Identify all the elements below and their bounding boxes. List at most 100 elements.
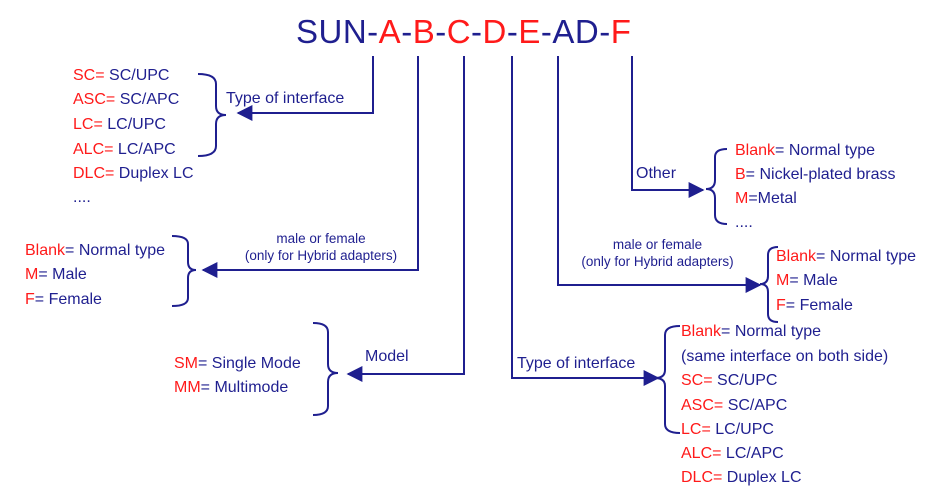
group-a-option: SC= SC/UPC	[73, 66, 169, 86]
option-code: F	[776, 297, 786, 314]
part-number-title: SUN-A-B-C-D-E-AD-F	[296, 12, 631, 52]
option-code: SC=	[73, 67, 105, 84]
option-code: DLC=	[73, 165, 115, 182]
group-a-option: ....	[73, 188, 91, 208]
option-code: SC=	[681, 372, 713, 389]
group-d-option: SC= SC/UPC	[681, 371, 777, 391]
group-a-option: ALC= LC/APC	[73, 140, 176, 160]
option-code: B	[735, 166, 746, 183]
option-code: M	[25, 266, 39, 283]
option-desc: LC/APC	[721, 445, 784, 462]
option-code: SM	[174, 355, 198, 372]
group-f-option: ....	[735, 213, 753, 233]
option-code: M	[776, 272, 790, 289]
option-desc: SC/UPC	[104, 67, 170, 84]
option-desc: LC/UPC	[102, 116, 166, 133]
group-f-option: Blank= Normal type	[735, 141, 875, 161]
title-part-b: B	[412, 13, 436, 50]
group-e-label: male or female (only for Hybrid adapters…	[560, 236, 755, 270]
connector-b	[201, 56, 419, 278]
option-code: ASC=	[73, 91, 116, 108]
option-desc: =Metal	[748, 190, 797, 207]
option-code: LC=	[73, 116, 103, 133]
brace-a	[197, 73, 227, 157]
connector-e	[557, 56, 762, 293]
group-e-label-line2: (only for Hybrid adapters)	[581, 254, 734, 269]
group-e-option: F= Female	[776, 296, 853, 316]
option-code: Blank	[681, 323, 722, 340]
brace-f	[705, 148, 728, 225]
option-code: Blank	[25, 242, 66, 259]
option-code: DLC=	[681, 469, 723, 486]
option-desc: = Female	[34, 291, 102, 308]
option-code: F	[25, 291, 35, 308]
title-part: -	[401, 13, 413, 50]
group-d-option: DLC= Duplex LC	[681, 468, 802, 488]
group-a-option: DLC= Duplex LC	[73, 164, 194, 184]
connector-c	[346, 56, 465, 382]
group-b-option: M= Male	[25, 265, 87, 285]
option-desc: = Male	[38, 266, 87, 283]
group-e-option: Blank= Normal type	[776, 247, 916, 267]
option-desc: = Male	[789, 272, 838, 289]
option-code: LC=	[681, 421, 711, 438]
option-desc: = Multimode	[200, 379, 289, 396]
option-desc: = Normal type	[65, 242, 166, 259]
group-b-label-line2: (only for Hybrid adapters)	[244, 248, 398, 263]
group-f-option: M=Metal	[735, 189, 797, 209]
brace-e	[759, 246, 779, 323]
title-part-e: E	[518, 13, 541, 50]
title-part-f: F	[610, 13, 632, 50]
connector-d	[511, 56, 660, 386]
brace-d	[654, 325, 681, 434]
option-code: ALC=	[681, 445, 722, 462]
option-desc: ....	[735, 214, 753, 231]
group-d-option: (same interface on both side)	[681, 347, 888, 367]
group-e-option: M= Male	[776, 271, 838, 291]
group-d-option: ASC= SC/APC	[681, 396, 787, 416]
title-part: -	[506, 13, 519, 50]
group-d-option: Blank= Normal type	[681, 322, 821, 342]
option-desc: = Single Mode	[198, 355, 301, 372]
option-desc: (same interface on both side)	[681, 348, 889, 365]
option-desc: SC/APC	[723, 397, 788, 414]
option-desc: Duplex LC	[722, 469, 802, 486]
title-part-d: D	[482, 13, 507, 50]
group-d-option: LC= LC/UPC	[681, 420, 774, 440]
option-code: MM	[174, 379, 201, 396]
connector-f	[631, 56, 705, 198]
title-part: SUN-	[296, 13, 379, 50]
title-part: -	[471, 13, 483, 50]
group-b-option: F= Female	[25, 290, 102, 310]
group-a-option: ASC= SC/APC	[73, 90, 179, 110]
title-part: -AD-	[540, 13, 611, 50]
option-desc: = Normal type	[721, 323, 822, 340]
option-desc: Duplex LC	[114, 165, 194, 182]
title-part-a: A	[378, 13, 402, 50]
connector-a	[236, 56, 374, 121]
group-c-option: MM= Multimode	[174, 378, 288, 398]
brace-c	[312, 322, 339, 416]
group-b-label: male or female (only for Hybrid adapters…	[226, 230, 416, 264]
group-a-label: Type of interface	[226, 90, 345, 107]
option-code: Blank	[776, 248, 817, 265]
group-c-option: SM= Single Mode	[174, 354, 301, 374]
option-desc: = Normal type	[816, 248, 917, 265]
option-desc: = Nickel-plated brass	[745, 166, 896, 183]
title-part: -	[435, 13, 447, 50]
group-b-option: Blank= Normal type	[25, 241, 165, 261]
group-a-option: LC= LC/UPC	[73, 115, 166, 135]
group-d-option: ALC= LC/APC	[681, 444, 784, 464]
option-code: ALC=	[73, 141, 114, 158]
group-d-label: Type of interface	[517, 355, 636, 372]
option-desc: = Normal type	[775, 142, 876, 159]
group-f-option: B= Nickel-plated brass	[735, 165, 896, 185]
option-desc: LC/APC	[113, 141, 176, 158]
group-f-label: Other	[636, 165, 677, 182]
option-code: ASC=	[681, 397, 724, 414]
option-code: M	[735, 190, 749, 207]
group-b-label-line1: male or female	[276, 231, 366, 246]
title-part-c: C	[446, 13, 472, 50]
brace-b	[171, 235, 197, 307]
